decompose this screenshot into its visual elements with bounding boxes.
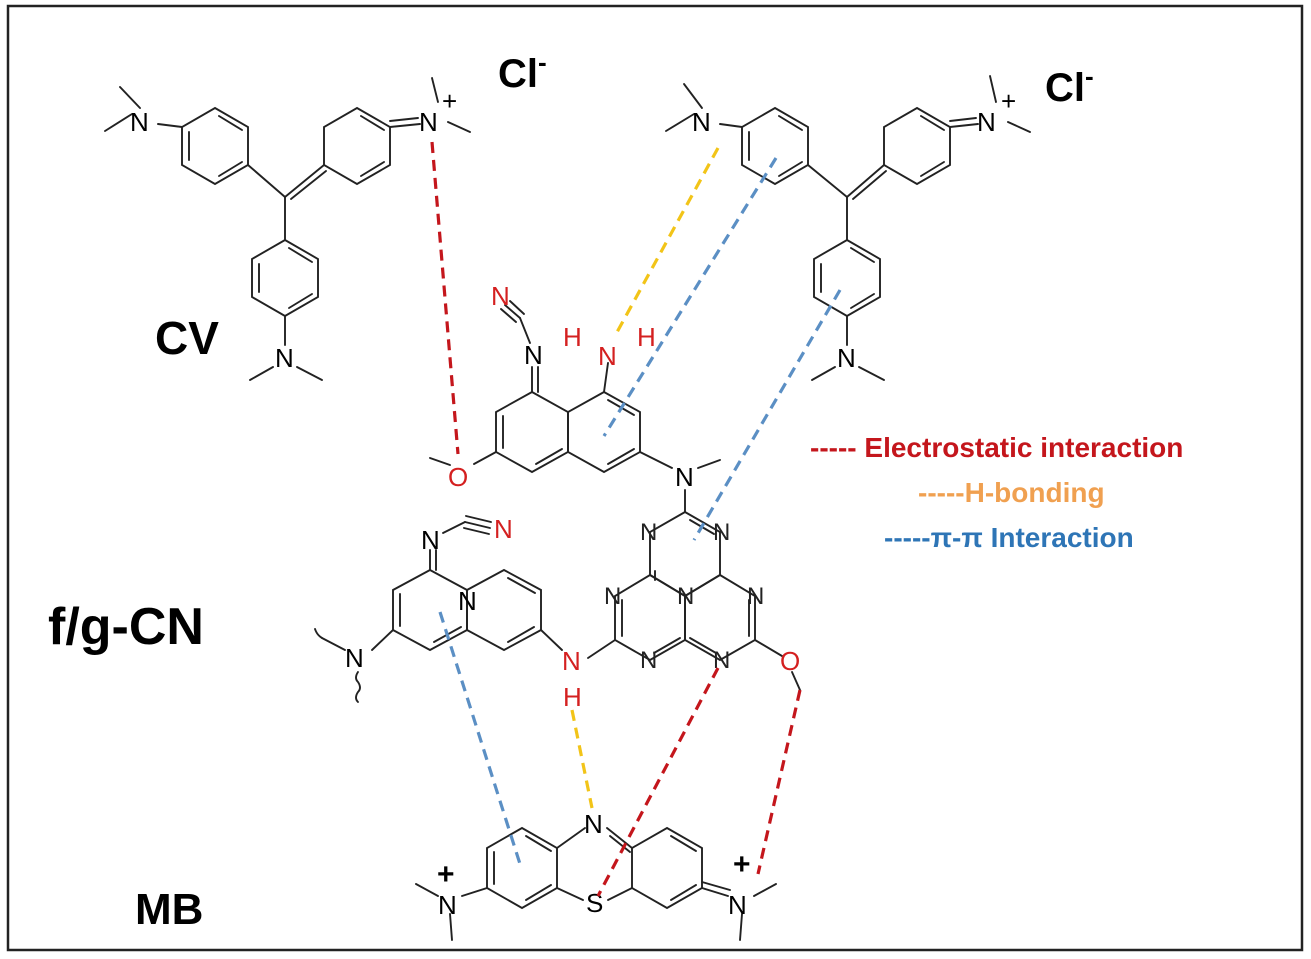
mb-ring-n: N (584, 809, 603, 839)
fgcn-oxygen-lower: O (780, 646, 800, 676)
pipi-line-cv-ring-upper (602, 157, 778, 437)
electrostatic-line-heptazine-s (596, 667, 720, 897)
cv-molecule-right (665, 75, 1031, 381)
legend-hbonding: -----H-bonding (918, 477, 1105, 508)
fgcn-upper-bicycle (429, 300, 721, 513)
hbond-line-cv-nh2 (614, 147, 720, 335)
label-fgcn: f/g-CN (48, 598, 204, 656)
fgcn-imine-n-lower: N (421, 525, 440, 555)
mb-n-right: N (728, 890, 747, 920)
fgcn-nh2-h-left: H (563, 322, 582, 352)
hbond-line-nh-mb (570, 709, 594, 809)
heptazine-n-1: N (640, 519, 657, 546)
fgcn-cyano-n-upper: N (491, 281, 510, 311)
legend-pipi: -----π-π Interaction (884, 522, 1134, 553)
heptazine-n-5: N (640, 647, 657, 674)
cv-molecule-left (104, 77, 471, 381)
counterion-left: Cl- (498, 47, 547, 96)
fgcn-nh-n: N (562, 646, 581, 676)
interaction-lines (430, 141, 842, 897)
fgcn-cyano-n-lower: N (494, 514, 513, 544)
mb-left-plus-charge: + (437, 858, 455, 891)
cv-right-n-plus: N (977, 107, 996, 137)
cv-left-n-bottom: N (275, 343, 294, 373)
fgcn-bridging-n-upper: N (675, 462, 694, 492)
fgcn-quinolizine-n: N (458, 586, 477, 616)
heptazine-n-center: N (677, 583, 694, 610)
pipi-line-quinolizine-mb (438, 611, 522, 865)
electrostatic-line-o-mb (756, 689, 802, 875)
fgcn-oxygen-upper: O (448, 462, 468, 492)
heptazine-n-4: N (747, 583, 764, 610)
fgcn-terminal-n: N (345, 643, 364, 673)
legend: ----- Electrostatic interaction -----H-b… (810, 432, 1183, 553)
figure-border (6, 4, 1304, 952)
cv-right-n-bottom: N (837, 343, 856, 373)
cv-right-n-dimethyl: N (692, 107, 711, 137)
label-cv: CV (155, 312, 219, 364)
fgcn-nh2-n: N (598, 341, 617, 371)
pipi-line-cv-ring-heptazine (692, 289, 842, 541)
cv-left-n-dimethyl: N (130, 107, 149, 137)
mb-n-left: N (438, 890, 457, 920)
cv-left-n-plus: N (419, 107, 438, 137)
counterion-right: Cl- (1045, 61, 1094, 110)
label-mb: MB (135, 885, 203, 934)
heptazine-n-3: N (604, 583, 621, 610)
heptazine-core (587, 510, 801, 691)
heptazine-n-6: N (713, 647, 730, 674)
mb-molecule (415, 826, 777, 941)
fgcn-nh-h: H (563, 682, 582, 712)
electrostatic-line-cv-o (430, 141, 460, 455)
legend-electrostatic: ----- Electrostatic interaction (810, 432, 1183, 463)
mb-right-plus-charge: + (733, 848, 751, 881)
fgcn-imine-n-upper: N (524, 340, 543, 370)
heptazine-n-2: N (713, 519, 730, 546)
fgcn-nh2-h-right: H (637, 322, 656, 352)
cv-right-plus-charge: + (1001, 86, 1016, 116)
cv-left-plus-charge: + (442, 86, 457, 116)
